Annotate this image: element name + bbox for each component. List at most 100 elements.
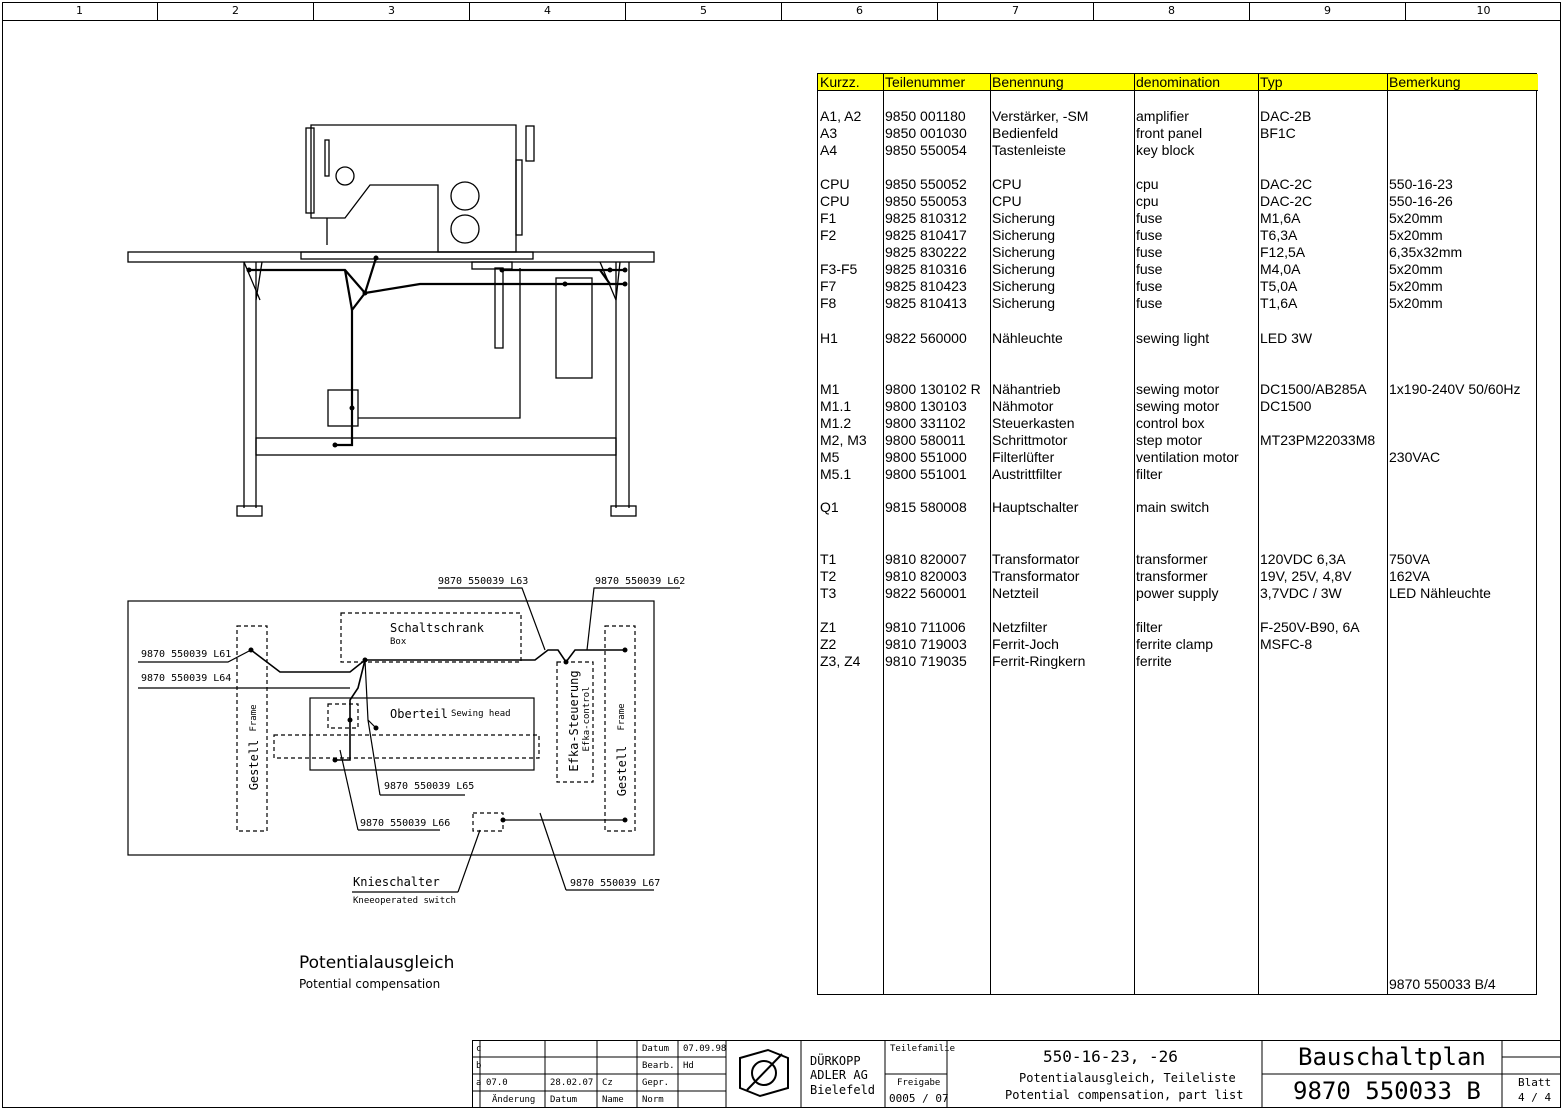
table-header: Benennung bbox=[990, 74, 1134, 91]
ruler-cell: 7 bbox=[938, 2, 1094, 20]
table-cell: Netzfilter bbox=[992, 619, 1048, 635]
table-cell: Sicherung bbox=[992, 278, 1056, 294]
table-cell: 9810 820007 bbox=[885, 551, 967, 567]
table-cell: 5x20mm bbox=[1389, 227, 1443, 243]
table-cell: 5x20mm bbox=[1389, 210, 1443, 226]
table-cell: control box bbox=[1136, 415, 1205, 431]
company-logo bbox=[739, 1048, 789, 1098]
table-cell: 9850 550052 bbox=[885, 176, 967, 192]
table-cell: sewing light bbox=[1136, 330, 1210, 346]
label-l61: 9870 550039 L61 bbox=[141, 649, 232, 660]
table-cell: T1,6A bbox=[1260, 295, 1298, 311]
company-name-1: DÜRKOPP bbox=[810, 1054, 861, 1068]
table-cell: amplifier bbox=[1136, 108, 1189, 124]
table-cell: A3 bbox=[820, 125, 838, 141]
table-cell: Sicherung bbox=[992, 261, 1056, 277]
table-cell: F12,5A bbox=[1260, 244, 1306, 260]
table-header: Teilenummer bbox=[883, 74, 990, 91]
table-cell: MSFC-8 bbox=[1260, 636, 1313, 652]
table-cell: LED 3W bbox=[1260, 330, 1313, 346]
table-cell: Nähantrieb bbox=[992, 381, 1061, 397]
rev-c: c bbox=[476, 1044, 482, 1054]
table-cell: 550-16-26 bbox=[1389, 193, 1453, 209]
table-cell: 9822 560000 bbox=[885, 330, 967, 346]
ruler-cell: 9 bbox=[1250, 2, 1406, 20]
schematic-diagram bbox=[127, 587, 680, 893]
table-cell: 9825 810312 bbox=[885, 210, 967, 226]
table-cell: power supply bbox=[1136, 585, 1219, 601]
col-name: Name bbox=[602, 1095, 624, 1105]
table-cell: CPU bbox=[992, 176, 1022, 192]
table-cell: ferrite bbox=[1136, 653, 1172, 669]
table-cell: Sicherung bbox=[992, 244, 1056, 260]
gestell-left bbox=[236, 625, 268, 832]
table-cell: CPU bbox=[820, 176, 850, 192]
freigabe-value: 0005 / 07 bbox=[889, 1092, 949, 1105]
col-aenderung: Änderung bbox=[492, 1095, 536, 1105]
table-cell: 9810 719003 bbox=[885, 636, 967, 652]
bearb-label: Bearb. bbox=[642, 1061, 675, 1071]
table-cell: 9822 560001 bbox=[885, 585, 967, 601]
datum-value: 07.09.98 bbox=[683, 1044, 727, 1054]
ruler-cell: 4 bbox=[470, 2, 626, 20]
table-cell: 5x20mm bbox=[1389, 278, 1443, 294]
table-cell: M1.1 bbox=[820, 398, 852, 414]
document-type: Bauschaltplan bbox=[1298, 1043, 1486, 1071]
label-l67: 9870 550039 L67 bbox=[570, 878, 661, 889]
table-cell: 550-16-23 bbox=[1389, 176, 1453, 192]
table-cell: DAC-2C bbox=[1260, 193, 1313, 209]
table-cell: 9825 810417 bbox=[885, 227, 967, 243]
ruler-cell: 2 bbox=[158, 2, 314, 20]
table-cell: Ferrit-Ringkern bbox=[992, 653, 1086, 669]
knieschalter-label: Knieschalter bbox=[353, 875, 440, 889]
table-cell: cpu bbox=[1136, 176, 1159, 192]
table-cell: Tastenleiste bbox=[992, 142, 1066, 158]
table-cell: 9825 810316 bbox=[885, 261, 967, 277]
table-cell: 9810 820003 bbox=[885, 568, 967, 584]
table-cell: Z3, Z4 bbox=[820, 653, 861, 669]
rev-a: a bbox=[476, 1078, 482, 1088]
col-datum: Datum bbox=[550, 1095, 578, 1105]
rev-a-version: 07.0 bbox=[486, 1078, 508, 1088]
table-cell: DC1500 bbox=[1260, 398, 1312, 414]
oberteil-box bbox=[309, 697, 535, 771]
table-cell: sewing motor bbox=[1136, 398, 1220, 414]
gestell-right bbox=[604, 625, 636, 832]
table-cell: F1 bbox=[820, 210, 837, 226]
table-cell: 19V, 25V, 4,8V bbox=[1260, 568, 1352, 584]
table-cell: Austrittfilter bbox=[992, 466, 1063, 482]
schaltschrank-box bbox=[340, 612, 522, 663]
table-cell: Z1 bbox=[820, 619, 837, 635]
teilefamilie-label: Teilefamilie bbox=[890, 1044, 956, 1054]
table-cell: Netzteil bbox=[992, 585, 1039, 601]
company-name-2: ADLER AG bbox=[810, 1068, 868, 1082]
schematic-title-de: Potentialausgleich bbox=[299, 953, 455, 973]
table-cell: 6,35x32mm bbox=[1389, 244, 1463, 260]
machine-head bbox=[310, 124, 517, 253]
table-cell: main switch bbox=[1136, 499, 1210, 515]
table-cell: fuse bbox=[1136, 227, 1163, 243]
table-cell: BF1C bbox=[1260, 125, 1296, 141]
table-cell: F2 bbox=[820, 227, 837, 243]
efka-control-label: Efka-control bbox=[582, 686, 592, 752]
table-cell: filter bbox=[1136, 466, 1163, 482]
table-cell: 9800 130102 R bbox=[885, 381, 981, 397]
ruler-cell: 6 bbox=[782, 2, 938, 20]
table-cell: M5 bbox=[820, 449, 840, 465]
table-cell: 9825 810423 bbox=[885, 278, 967, 294]
table-cell: F7 bbox=[820, 278, 837, 294]
label-l65: 9870 550039 L65 bbox=[384, 781, 475, 792]
table-cell: 9800 551000 bbox=[885, 449, 967, 465]
table-cell: MT23PM22033M8 bbox=[1260, 432, 1376, 448]
ruler-cell: 10 bbox=[1476, 4, 1491, 17]
document-number: 9870 550033 B bbox=[1293, 1077, 1481, 1105]
table-cell: F8 bbox=[820, 295, 837, 311]
table-cell: Schrittmotor bbox=[992, 432, 1068, 448]
table-cell: T3 bbox=[820, 585, 837, 601]
table-cell: cpu bbox=[1136, 193, 1159, 209]
description-de: Potentialausgleich, Teileliste bbox=[1019, 1071, 1236, 1085]
table-cell: fuse bbox=[1136, 261, 1163, 277]
label-l66: 9870 550039 L66 bbox=[360, 818, 451, 829]
company-name-3: Bielefeld bbox=[810, 1083, 876, 1097]
